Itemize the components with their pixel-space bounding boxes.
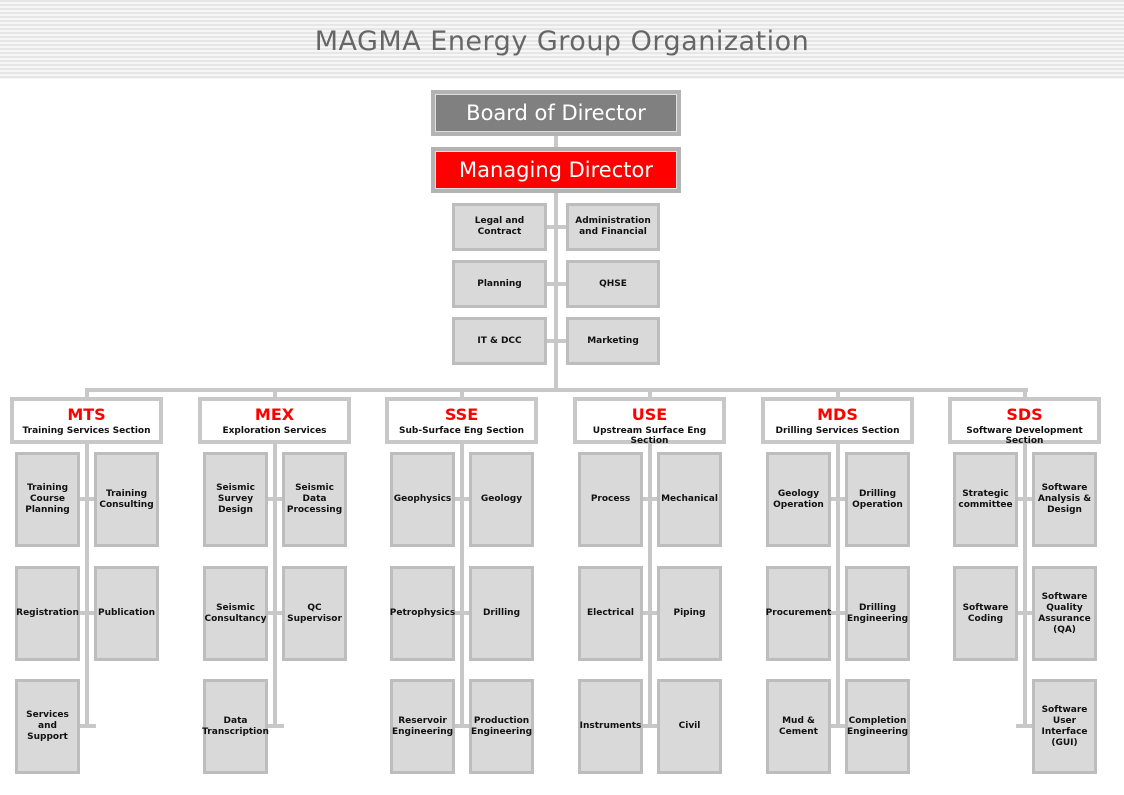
section-sse: SSE Sub-Surface Eng Section <box>385 397 538 444</box>
connector <box>453 724 471 728</box>
section-sds: SDS Software Development Section <box>948 397 1101 446</box>
unit-box: Mud & Cement <box>766 679 831 774</box>
unit-box: Training Course Planning <box>15 452 80 547</box>
connector <box>78 724 96 728</box>
unit-box: Drilling <box>469 566 534 661</box>
unit-box: Production Engineering <box>469 679 534 774</box>
unit-box: Strategic committee <box>953 452 1018 547</box>
staff-box: QHSE <box>566 260 660 308</box>
unit-box: Software Coding <box>953 566 1018 661</box>
section-name: Software Development Section <box>966 426 1083 446</box>
unit-box: Procurement <box>766 566 831 661</box>
unit-box: Software Analysis & Design <box>1032 452 1097 547</box>
unit-box: Geology Operation <box>766 452 831 547</box>
unit-box: Seismic Survey Design <box>203 452 268 547</box>
connector <box>547 282 567 286</box>
connector <box>273 443 277 726</box>
connector <box>648 388 652 398</box>
unit-box: Software Quality Assurance (QA) <box>1032 566 1097 661</box>
connector <box>648 443 652 726</box>
connector <box>641 611 659 615</box>
section-name: Upstream Surface Eng Section <box>592 426 707 446</box>
unit-box: Drilling Operation <box>845 452 910 547</box>
connector <box>554 193 558 391</box>
connector <box>1023 443 1027 726</box>
section-code: SDS <box>1006 405 1043 424</box>
unit-box: Seismic Data Processing <box>282 452 347 547</box>
connector <box>85 443 89 726</box>
connector <box>85 388 89 398</box>
connector <box>547 339 567 343</box>
unit-box: QC Supervisor <box>282 566 347 661</box>
unit-box: Completion Engineering <box>845 679 910 774</box>
connector <box>829 724 847 728</box>
section-mts: MTS Training Services Section <box>10 397 163 444</box>
section-name: Training Services Section <box>22 426 151 436</box>
connector <box>273 388 277 398</box>
connector <box>836 443 840 726</box>
connector <box>554 136 558 148</box>
connector <box>1016 497 1034 501</box>
section-name: Drilling Services Section <box>775 426 900 436</box>
staff-box: Administration and Financial <box>566 203 660 251</box>
managing-director-box: Managing Director <box>431 147 681 193</box>
section-code: MDS <box>817 405 858 424</box>
section-mds: MDS Drilling Services Section <box>761 397 914 444</box>
page-title: MAGMA Energy Group Organization <box>314 26 810 57</box>
unit-box: Publication <box>94 566 159 661</box>
section-code: USE <box>631 405 668 424</box>
section-mex: MEX Exploration Services <box>198 397 351 444</box>
unit-box: Services and Support <box>15 679 80 774</box>
connector <box>641 724 659 728</box>
unit-box: Training Consulting <box>94 452 159 547</box>
section-use: USE Upstream Surface Eng Section <box>573 397 726 446</box>
header-band <box>0 0 1124 79</box>
connector <box>266 611 284 615</box>
connector <box>1023 388 1027 398</box>
board-of-director-box: Board of Director <box>431 90 681 136</box>
unit-box: Geophysics <box>390 452 455 547</box>
connector <box>453 611 471 615</box>
connector <box>78 497 96 501</box>
section-code: MTS <box>67 405 106 424</box>
unit-box: Civil <box>657 679 722 774</box>
connector <box>85 388 1028 392</box>
unit-box: Registration <box>15 566 80 661</box>
connector <box>836 388 840 398</box>
unit-box: Drilling Engineering <box>845 566 910 661</box>
connector <box>1016 724 1034 728</box>
section-code: MEX <box>254 405 295 424</box>
connector <box>460 388 464 398</box>
connector <box>266 724 284 728</box>
unit-box: Process <box>578 452 643 547</box>
staff-box: Planning <box>452 260 547 308</box>
unit-box: Piping <box>657 566 722 661</box>
unit-box: Instruments <box>578 679 643 774</box>
unit-box: Mechanical <box>657 452 722 547</box>
connector <box>453 497 471 501</box>
unit-box: Data Transcription <box>202 679 269 774</box>
unit-box: Seismic Consultancy <box>203 566 268 661</box>
section-name: Exploration Services <box>222 426 327 436</box>
staff-box: IT & DCC <box>452 317 547 365</box>
connector <box>78 611 96 615</box>
unit-box: Reservoir Engineering <box>390 679 455 774</box>
connector <box>829 611 847 615</box>
unit-box: Geology <box>469 452 534 547</box>
unit-box: Software User Interface (GUI) <box>1032 679 1097 774</box>
connector <box>547 225 567 229</box>
staff-box: Legal and Contract <box>452 203 547 251</box>
connector <box>1016 611 1034 615</box>
unit-box: Petrophysics <box>390 566 455 661</box>
connector <box>460 443 464 726</box>
connector <box>641 497 659 501</box>
staff-box: Marketing <box>566 317 660 365</box>
section-name: Sub-Surface Eng Section <box>399 426 524 436</box>
connector <box>829 497 847 501</box>
connector <box>266 497 284 501</box>
section-code: SSE <box>444 405 479 424</box>
unit-box: Electrical <box>578 566 643 661</box>
